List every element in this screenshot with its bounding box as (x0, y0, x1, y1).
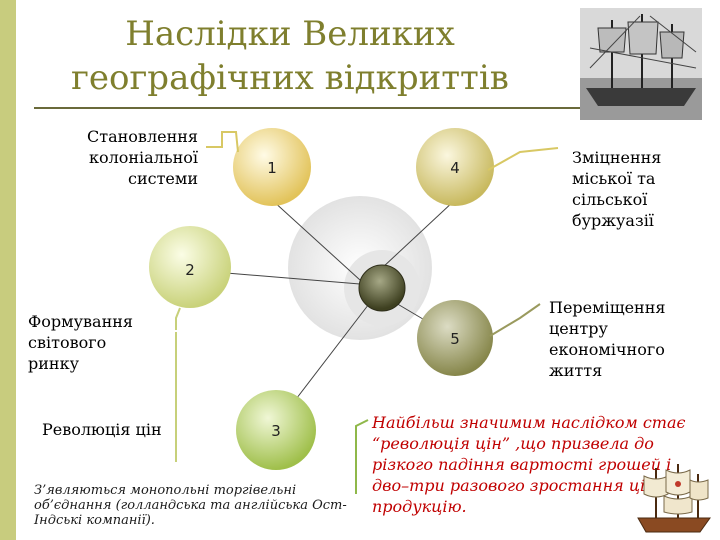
node-3-number: 3 (271, 422, 281, 440)
node-3: 3 (236, 390, 316, 470)
sidebar-strip (0, 0, 16, 540)
ship-engraving (580, 8, 702, 120)
note-monopoly: З’являються монопольні торгівельні об’єд… (34, 483, 347, 528)
label-world-market: Формування світового ринку (28, 312, 133, 373)
title-underline (34, 107, 594, 109)
title-line-2: географічних відкриттів (71, 58, 509, 98)
node-4-number: 4 (450, 159, 460, 177)
node-1-number: 1 (267, 159, 277, 177)
title-line-1: Наслідки Великих (125, 14, 455, 54)
connectors (175, 131, 559, 494)
label-bourgeoisie: Зміцнення міської та сільської буржуазії (572, 148, 662, 230)
note-price-revolution: Найбільш значимим наслідком стає “револю… (372, 413, 686, 516)
page-title: Наслідки Великих географічних відкриттів (40, 12, 540, 100)
node-5: 5 (417, 300, 493, 376)
node-4: 4 (416, 128, 494, 206)
label-price-revolution: Революція цін (42, 420, 162, 439)
center-node (358, 264, 406, 312)
label-colonial-system: Становлення колоніальної системи (87, 127, 198, 188)
sailing-ship-icon (637, 464, 711, 533)
node-2-number: 2 (185, 261, 195, 279)
node-2: 2 (149, 226, 231, 308)
label-economic-center: Переміщення центру економічного життя (549, 298, 666, 380)
node-1: 1 (233, 128, 311, 206)
node-5-number: 5 (450, 330, 460, 348)
